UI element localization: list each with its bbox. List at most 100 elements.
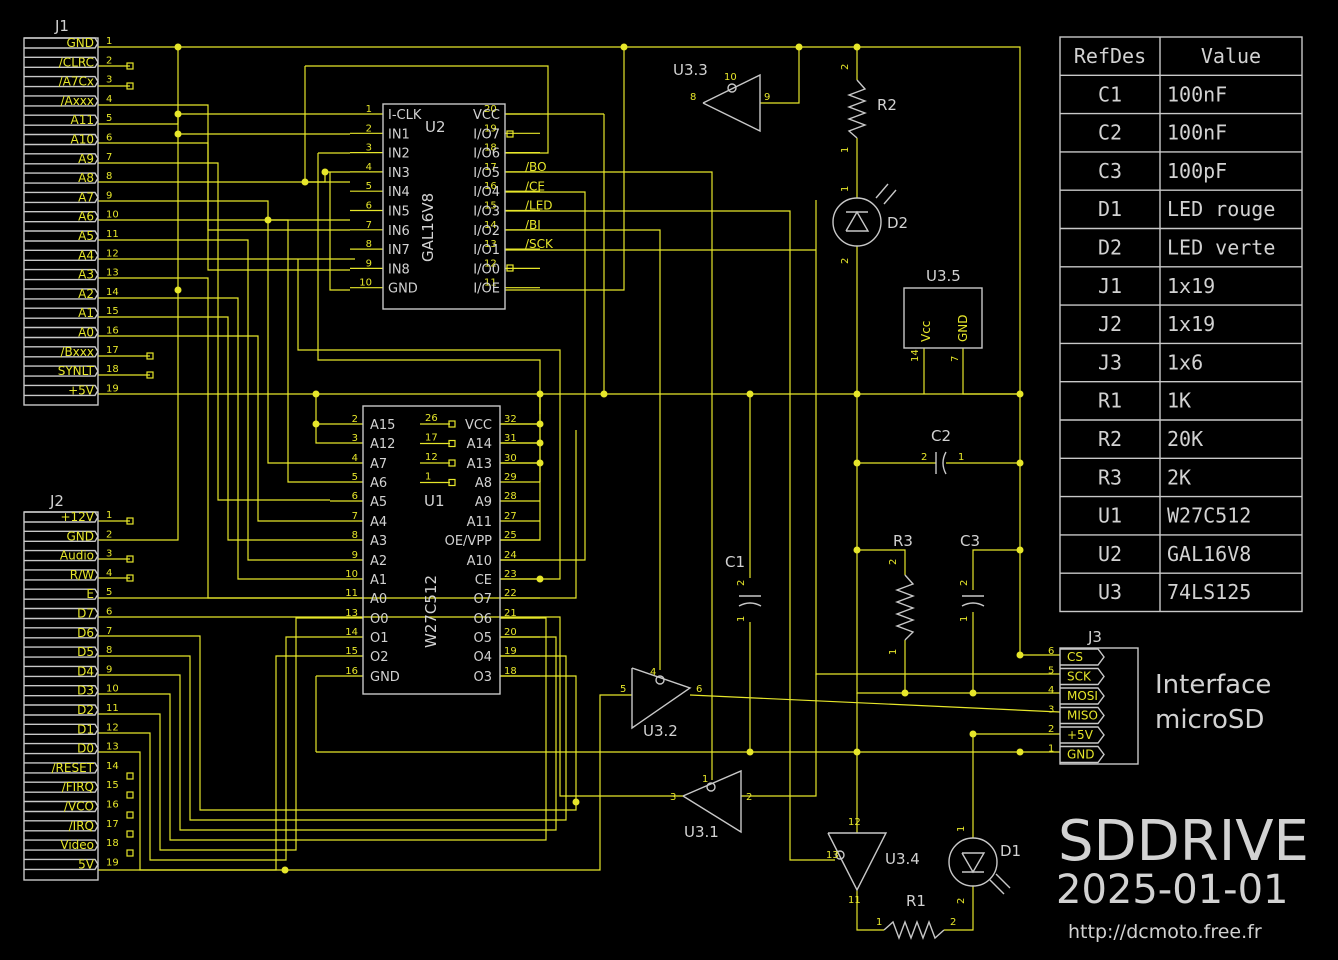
capacitor-C3 [961,602,985,607]
bom-cell: R3 [1098,465,1122,489]
wire [98,430,577,599]
j1-pin-label: +5V [68,383,95,397]
no-connect-marker [126,772,134,780]
j3-pin-label: MISO [1067,709,1098,723]
led-pin: 1 [956,826,967,832]
wire [315,424,330,444]
resistor-ref: R1 [906,892,926,910]
u1-pin-label: A6 [370,476,387,491]
u1-pin-number: 10 [345,569,358,580]
bom-cell: R2 [1098,427,1122,451]
wire [98,335,330,522]
j3-pin-number: 2 [1048,724,1054,735]
junction-dot [536,575,544,583]
u1-pin-label: A10 [467,554,492,569]
buffer-label: 8 [690,92,696,103]
u2-pin-number: 4 [366,162,372,173]
wire [505,171,713,780]
j1-pin-label: /Bxxx [60,345,94,359]
j1-pin-outline [24,153,99,165]
buffer-label: 1 [702,774,708,785]
wire [760,47,800,104]
j1-pin-label: A8 [78,171,94,185]
j1-pin-outline [24,268,99,281]
led-body [961,852,986,874]
buffer-label: 12 [848,817,861,828]
wire [875,183,889,199]
wire [856,890,884,931]
no-connect-marker [448,439,456,448]
j1-pin-number: 16 [106,326,119,337]
capacitor-ref: C2 [931,427,951,445]
j2-pin-outline [24,839,99,851]
u2-pin-number: 19 [484,123,497,134]
j2-pin-number: 7 [106,626,112,637]
j2-pin-number: 6 [106,607,112,618]
bom-cell: RefDes [1074,44,1146,68]
wire [315,394,330,425]
u1-pin-label: GND [370,670,400,685]
j3-pin-label: GND [1067,748,1095,762]
no-connect-marker [506,130,514,138]
title-date: 2025-01-01 [1056,867,1288,913]
junction-dot [620,43,628,51]
u2-pin-number: 15 [484,201,497,212]
no-connect-marker [126,811,134,819]
u2-pin-label: I/O0 [473,262,500,277]
u1-pin-label: A1 [370,573,387,588]
junction-dot [853,459,861,467]
j2-pin-label: D0 [77,742,94,756]
u1-pin-number: 4 [352,453,358,464]
j2-pin-label: D4 [77,664,94,678]
wire [98,113,350,125]
bom-value: 100nF [1167,82,1227,106]
wire [98,171,350,183]
j2-pin-label: R/W [70,568,94,582]
u1-pin-label: O7 [473,592,492,607]
junction-dot [536,420,544,428]
u1-pin-label: A5 [370,495,387,510]
j3-pin-outline [1060,667,1105,686]
j1-pin-outline [24,307,99,319]
u2-net-label: /SCK [525,237,554,251]
j2-pin-number: 18 [106,838,119,849]
buffer-label: 5 [620,684,626,695]
buffer-label: 6 [696,684,702,695]
no-connect-marker [126,849,134,857]
buffer-label: U3.1 [684,823,719,841]
capacitor-pin: 1 [958,452,964,463]
j2-pin-number: 2 [106,529,112,540]
u1-pin-number: 11 [345,588,358,599]
j2-pin-label: D6 [77,626,94,640]
u2-pin-number: 17 [484,162,497,173]
u2-pin-label: I/OE [473,282,500,297]
j1-pin-outline [24,346,99,358]
resistor-pin: 1 [888,649,899,655]
buffer-label: 4 [650,667,656,678]
j3-pin-outline [1060,648,1105,666]
j1-pin-outline [24,37,99,49]
junction-dot [853,546,861,554]
components [23,36,1303,940]
no-connect-marker [126,62,134,70]
no-connect-marker [146,352,154,360]
wire [500,191,586,561]
u2-pin-number: 20 [484,104,497,115]
no-connect-marker [146,371,154,379]
u2-pin-label: VCC [473,108,500,123]
j1-pin-label: A1 [78,306,94,320]
u1-pin-number: 14 [345,627,358,638]
j1-pin-label: A7 [78,190,94,204]
junction-dot [853,748,861,756]
j1-pin-outline [24,172,99,184]
no-connect-marker [126,82,134,90]
u1-pin-label: A15 [370,418,395,433]
u1-inner-pin-number: 17 [425,433,438,444]
u1-pin-number: 2 [352,414,358,425]
j1-pin-label: A3 [78,268,94,282]
j2-pin-label: /IRQ [69,819,94,833]
u1-pin-number: 22 [504,588,517,599]
interface-label-line2: microSD [1155,705,1264,735]
bom-value: 100nF [1167,121,1227,145]
